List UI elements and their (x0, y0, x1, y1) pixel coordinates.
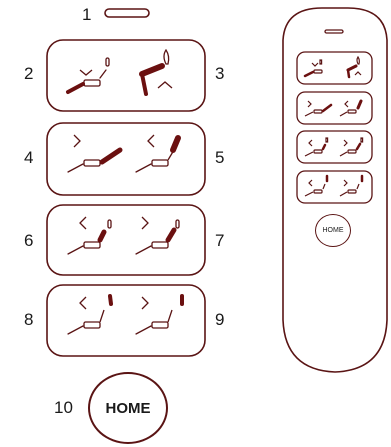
seat-icon-seat-tilt-forward (135, 216, 180, 255)
seat-icon-leg-extend (67, 134, 123, 173)
panel-2-3 (46, 39, 206, 112)
remote-indicator-slot (324, 29, 344, 34)
remote-body (282, 7, 388, 373)
chevron-left-icon (147, 134, 155, 148)
chevron-left-icon (79, 216, 87, 230)
panel-8-9 (46, 284, 206, 357)
callout-3: 3 (215, 64, 225, 83)
chevron-right-icon (73, 134, 81, 148)
callout-4: 4 (24, 148, 34, 167)
home-button[interactable]: HOME (88, 372, 168, 444)
seat-icon-headrest-back (67, 294, 113, 335)
remote-home-button[interactable]: HOME (315, 214, 351, 247)
remote-mini-icons (303, 55, 364, 197)
seat-icon-headrest-forward (135, 294, 184, 335)
chevron-right-icon (141, 296, 149, 310)
seat-icon-leg-rest (66, 57, 110, 94)
callout-2: 2 (24, 64, 34, 83)
chevron-up-icon (157, 81, 173, 89)
remote-mini-panels (296, 51, 373, 204)
seat-icon-seat-tilt-back (67, 216, 112, 255)
callout-10: 10 (54, 398, 73, 417)
seat-icon-head-forward (135, 134, 181, 173)
panel-6-7 (46, 204, 206, 276)
seat-icon-backrest (139, 48, 173, 96)
callout-8: 8 (24, 310, 34, 329)
panel-4-5 (46, 122, 206, 196)
callout-6: 6 (24, 231, 34, 250)
chevron-down-icon (79, 69, 93, 76)
chevron-left-icon (79, 296, 87, 310)
callout-5: 5 (215, 148, 225, 167)
callout-7: 7 (215, 231, 225, 250)
indicator-slot (104, 8, 150, 18)
callout-9: 9 (215, 310, 225, 329)
callout-1: 1 (82, 5, 92, 24)
chevron-right-icon (141, 216, 149, 230)
